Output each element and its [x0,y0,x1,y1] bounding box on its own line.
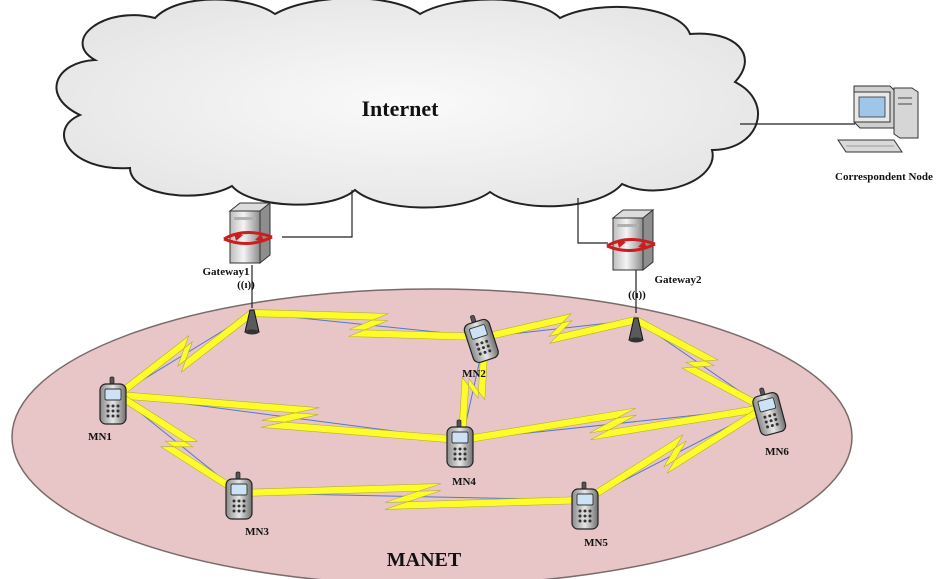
wire-cloud-gateway1 [282,190,353,238]
gateway2-label: Gateway2 [654,274,702,286]
mn4-label: MN4 [452,476,476,488]
mn5-phone-icon [571,481,599,530]
gateway1-signal-icon: ((ı)) [237,279,255,291]
wire-cloud-gateway2 [577,198,608,244]
mn1-phone-icon [99,376,127,425]
mn3-label: MN3 [245,526,269,538]
mn1-label: MN1 [88,431,112,443]
gateway1-label: Gateway1 [202,266,249,278]
internet-cloud [55,0,759,209]
mn5-label: MN5 [584,537,608,549]
mn2-label: MN2 [462,368,486,380]
correspondent-node-label: Correspondent Node [835,171,933,183]
gateway2-signal-icon: ((ı)) [628,289,646,301]
mn4-phone-icon [446,419,474,468]
mn6-label: MN6 [765,446,789,458]
wireless-links-layer [115,309,767,510]
computer-tower-icon [893,87,919,139]
correspondent-node [837,85,919,153]
gateway2-server-icon [605,208,657,272]
mn3-phone-icon [225,471,253,520]
gateway1-server-icon [222,201,274,265]
internet-label: Internet [362,96,440,121]
manet-label: MANET [387,549,462,571]
wired-links [251,123,855,313]
